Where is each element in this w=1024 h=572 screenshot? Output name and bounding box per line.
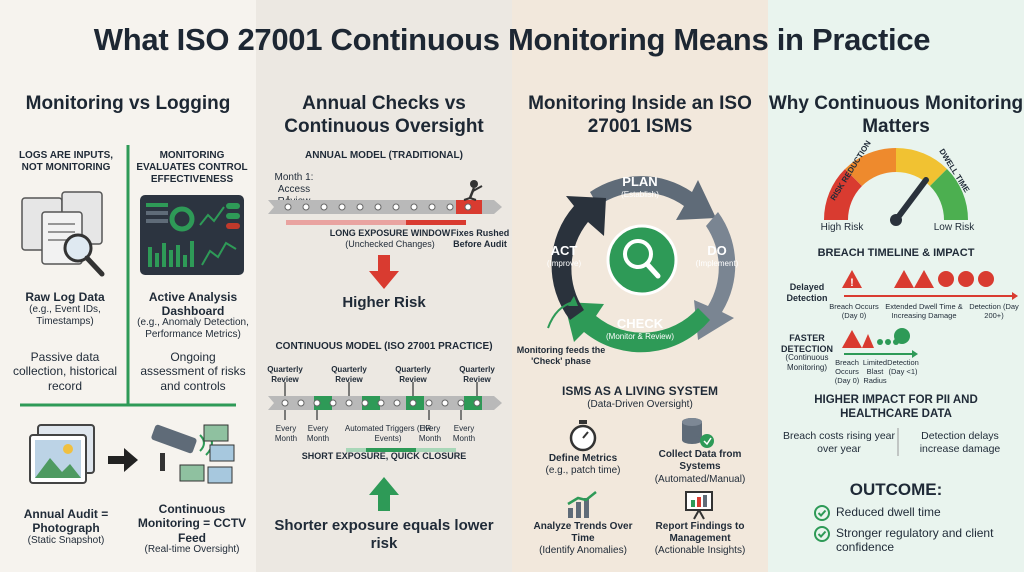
stopwatch-icon <box>569 420 597 452</box>
annual-audit-title: Annual Audit = Photograph <box>23 507 109 536</box>
delayed-timeline: ! <box>842 270 1018 300</box>
arrow-right-icon <box>108 448 138 472</box>
quarterly-review-3: Quarterly Review <box>395 365 431 384</box>
every-month-1: Every Month <box>274 424 298 443</box>
active-dashboard-title: Active Analysis Dashboard <box>148 290 238 319</box>
page-title: What ISO 27001 Continuous Monitoring Mea… <box>93 22 931 57</box>
report-findings-title: Report Findings to Management <box>655 521 745 544</box>
continuous-timeline <box>268 382 502 452</box>
outcome-title: OUTCOME: <box>849 480 943 499</box>
living-system-title: ISMS AS A LIVING SYSTEM <box>561 384 719 398</box>
active-dashboard-description: Ongoing assessment of risks and controls <box>140 350 246 393</box>
risk-gauge <box>823 147 969 226</box>
active-dashboard-subtitle: (e.g., Anomaly Detection, Performance Me… <box>137 317 249 340</box>
low-risk-label: Low Risk <box>933 222 975 233</box>
check-circle-icon <box>814 505 830 521</box>
higher-risk-label: Higher Risk <box>342 294 426 311</box>
arrow-up-green-icon <box>369 477 399 511</box>
automated-triggers-label: Automated Triggers (HR Events) <box>344 424 432 443</box>
arrow-down-red-icon <box>369 255 399 289</box>
detection-delays-label: Detection delays increase damage <box>919 430 1001 455</box>
shorter-exposure-conclusion: Shorter exposure equals lower risk <box>274 517 494 552</box>
breach-timeline-title: BREACH TIMELINE & IMPACT <box>817 247 975 259</box>
outcome-1: Reduced dwell time <box>836 505 941 519</box>
define-metrics-sub: (e.g., patch time) <box>545 465 621 476</box>
do-label: DO <box>707 243 727 258</box>
annual-audit-subtitle: (Static Snapshot) <box>27 535 105 546</box>
faster-detection-label: FASTER DETECTION <box>780 333 833 354</box>
panel1-dividers <box>20 145 236 407</box>
detection-day1: Detection (Day <1) <box>887 358 919 376</box>
faster-detection-sub: (Continuous Monitoring) <box>785 353 829 372</box>
breach-occurs-short: Breach Occurs (Day 0) <box>834 358 860 385</box>
continuous-model-header: CONTINUOUS MODEL (ISO 27001 PRACTICE) <box>275 341 493 352</box>
cctv-title: Continuous Monitoring = CCTV Feed <box>137 502 247 545</box>
svg-text:!: ! <box>850 277 854 289</box>
collect-data-title: Collect Data from Systems <box>658 449 742 472</box>
short-exposure-label: SHORT EXPOSURE, QUICK CLOSURE <box>301 451 467 461</box>
higher-impact-title: HIGHER IMPACT FOR PII AND HEALTHCARE DAT… <box>814 394 978 420</box>
high-risk-label: High Risk <box>820 222 864 233</box>
detection-day200: Detection (Day 200+) <box>969 302 1019 320</box>
every-month-3: Every Month <box>418 424 442 443</box>
act-label: ACT <box>550 243 578 258</box>
every-month-2: Every Month <box>306 424 330 443</box>
report-board-icon <box>685 491 713 520</box>
delayed-detection-label: Delayed Detection <box>786 282 828 303</box>
quarterly-review-2: Quarterly Review <box>331 365 367 384</box>
cctv-subtitle: (Real-time Oversight) <box>144 544 240 555</box>
trend-chart-icon <box>567 491 597 518</box>
fixes-rushed-label: Fixes Rushed Before Audit <box>450 228 510 249</box>
living-system-sub: (Data-Driven Oversight) <box>587 399 693 410</box>
collect-data-sub: (Automated/Manual) <box>654 474 746 485</box>
outcome-2: Stronger regulatory and client confidenc… <box>836 526 994 555</box>
panel1-title: Monitoring vs Logging <box>25 93 231 114</box>
do-sub: (Implement) <box>695 259 739 268</box>
panel4-title: Why Continuous Monitoring Matters <box>768 93 1024 137</box>
annual-model-header: ANNUAL MODEL (TRADITIONAL) <box>305 150 463 161</box>
faster-timeline <box>842 328 918 358</box>
plan-sub: (Establish) <box>621 190 659 199</box>
every-month-4: Every Month <box>452 424 476 443</box>
panel3-title: Monitoring Inside an ISO 27001 ISMS <box>528 93 752 137</box>
annual-timeline <box>268 180 502 225</box>
analyze-trends-title: Analyze Trends Over Time <box>533 521 633 544</box>
monitoring-header: MONITORING EVALUATES CONTROL EFFECTIVENE… <box>136 150 248 185</box>
check-circle-icon <box>814 526 830 542</box>
photograph-icon <box>29 424 95 484</box>
breach-costs-label: Breach costs rising year over year <box>782 430 896 455</box>
raw-log-subtitle: (e.g., Event IDs, Timestamps) <box>29 304 101 327</box>
raw-log-description: Passive data collection, historical reco… <box>12 350 118 393</box>
check-label: CHECK <box>616 316 664 331</box>
extended-dwell-label: Extended Dwell Time & Increasing Damage <box>885 302 963 320</box>
quarterly-review-1: Quarterly Review <box>267 365 303 384</box>
define-metrics-title: Define Metrics <box>548 453 618 464</box>
raw-log-title: Raw Log Data <box>25 290 105 304</box>
breach-occurs-day0: Breach Occurs (Day 0) <box>829 302 879 320</box>
pdca-cycle <box>547 176 736 353</box>
quarterly-review-4: Quarterly Review <box>459 365 495 384</box>
cctv-camera-icon <box>151 424 235 484</box>
exposure-window-sub: (Unchecked Changes) <box>345 239 435 249</box>
act-sub: (Improve) <box>546 259 582 268</box>
panel2-title: Annual Checks vs Continuous Oversight <box>284 93 484 137</box>
monitoring-feeds-label: Monitoring feeds the 'Check' phase <box>516 345 606 366</box>
log-documents-icon <box>21 191 105 277</box>
dashboard-icon <box>140 195 244 275</box>
analyze-trends-sub: (Identify Anomalies) <box>539 545 627 556</box>
report-findings-sub: (Actionable Insights) <box>654 545 746 556</box>
check-sub: (Monitor & Review) <box>605 332 674 341</box>
limited-blast-label: Limited Blast Radius <box>862 358 888 385</box>
logs-header: LOGS ARE INPUTS, NOT MONITORING <box>18 150 114 173</box>
plan-label: PLAN <box>622 174 658 189</box>
impact-divider <box>897 428 899 456</box>
database-icon <box>682 418 714 448</box>
exposure-window-label: LONG EXPOSURE WINDOW <box>329 228 451 238</box>
